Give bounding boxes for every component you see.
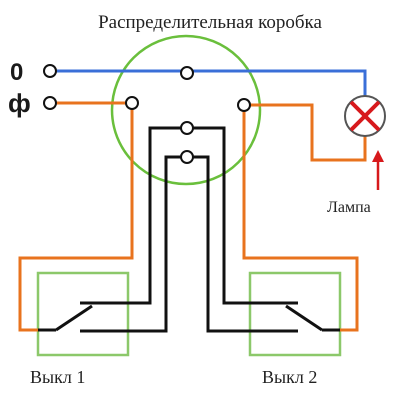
switch-2-contact (250, 301, 340, 333)
diagram-title: Распределительная коробка (98, 12, 322, 33)
switch-2-box (248, 271, 342, 357)
phase-junction-terminal (125, 96, 139, 110)
phase-input-terminal (43, 96, 57, 110)
neutral-label: 0 (10, 59, 23, 86)
traveler-junction-terminal-2 (180, 150, 194, 164)
neutral-input-terminal (43, 64, 57, 78)
lamp-label: Лампа (327, 199, 371, 216)
neutral-junction-terminal (180, 66, 194, 80)
up-arrow-icon (372, 150, 384, 190)
junction-box (110, 34, 262, 186)
traveler-junction-terminal-1 (180, 121, 194, 135)
traveler-wire-1-right (187, 126, 292, 305)
neutral-wire (50, 69, 367, 96)
switch-1-box (36, 271, 130, 357)
switch-2-label: Выкл 2 (262, 367, 317, 387)
lamp-cross-icon (344, 95, 386, 137)
phase-label: ф (8, 88, 31, 118)
switch-1-label: Выкл 1 (30, 367, 85, 387)
phase-wire-to-switch-1 (18, 103, 134, 332)
lamp-junction-terminal (237, 98, 251, 112)
lamp-wire-to-lamp (244, 103, 367, 162)
switch-1-contact (38, 301, 128, 333)
lamp-wire-from-switch-2 (242, 105, 359, 332)
